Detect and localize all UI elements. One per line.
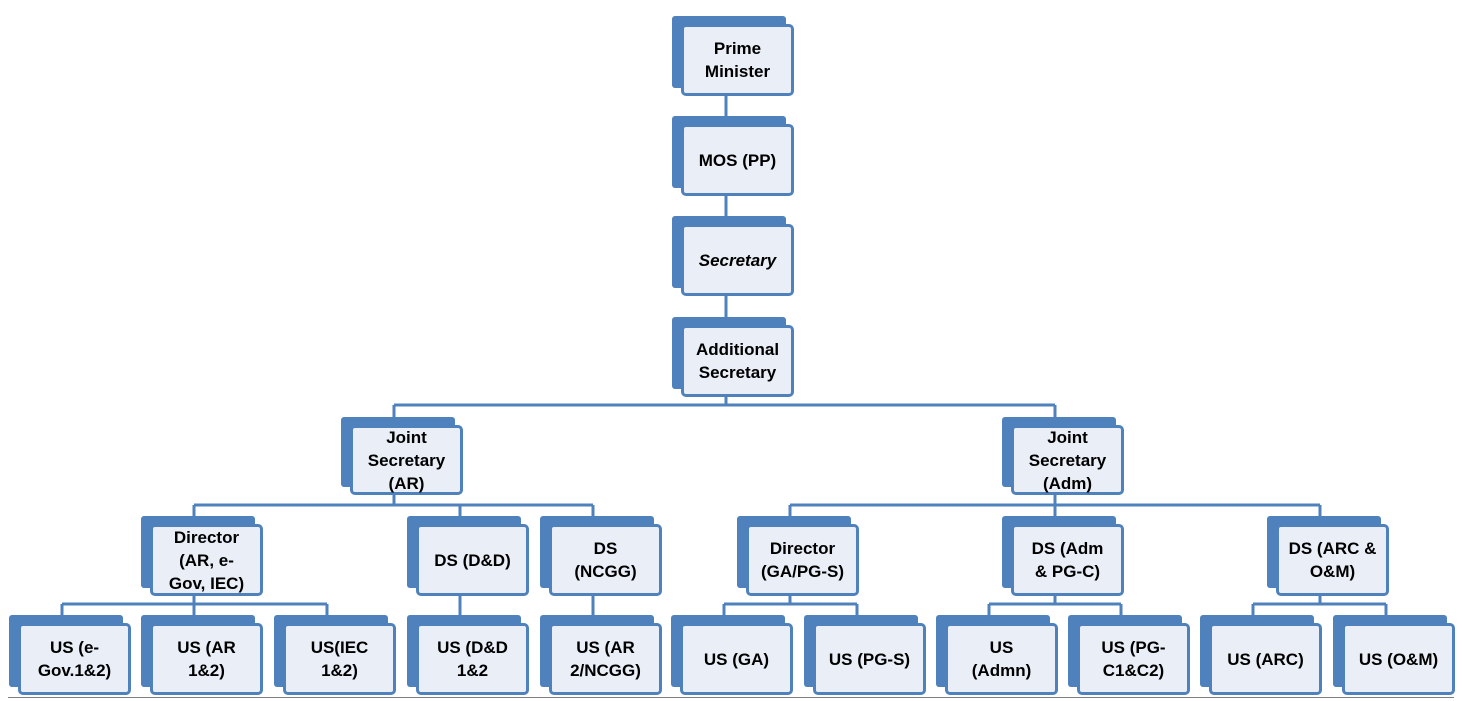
node-ds-ncgg: DS (NCGG) bbox=[540, 516, 662, 596]
node-us-arc: US (ARC) bbox=[1200, 615, 1322, 695]
node-us-om: US (O&M) bbox=[1333, 615, 1455, 695]
node-us-pgc: US (PG- C1&C2) bbox=[1068, 615, 1190, 695]
node-label: Joint Secretary (AR) bbox=[367, 427, 446, 493]
node-us-ar-ncgg: US (AR 2/NCGG) bbox=[540, 615, 662, 695]
node-joint-secretary-ar: Joint Secretary (AR) bbox=[341, 417, 463, 495]
node-us-egov: US (e- Gov.1&2) bbox=[9, 615, 131, 695]
node-label: Secretary bbox=[698, 250, 777, 270]
node-director-ar-egov-iec: Director (AR, e- Gov, IEC) bbox=[141, 516, 263, 596]
node-label: US (O&M) bbox=[1358, 649, 1439, 669]
node-label: DS (ARC & O&M) bbox=[1288, 539, 1377, 581]
node-us-iec: US(IEC 1&2) bbox=[274, 615, 396, 695]
node-ds-adm-pgc: DS (Adm & PG-C) bbox=[1002, 516, 1124, 596]
node-mos-pp: MOS (PP) bbox=[672, 116, 794, 196]
node-label: US (ARC) bbox=[1227, 649, 1304, 669]
node-us-admn: US (Admn) bbox=[936, 615, 1058, 695]
node-label: DS (NCGG) bbox=[574, 539, 637, 581]
bottom-rule bbox=[8, 697, 1454, 698]
node-us-dd: US (D&D 1&2 bbox=[407, 615, 529, 695]
node-us-ga: US (GA) bbox=[671, 615, 793, 695]
node-label: DS (D&D) bbox=[434, 550, 511, 570]
node-label: US (PG-S) bbox=[828, 649, 911, 669]
node-prime-minister: Prime Minister bbox=[672, 16, 794, 96]
node-label: MOS (PP) bbox=[698, 150, 777, 170]
node-label: US (GA) bbox=[703, 649, 770, 669]
node-additional-secretary: Additional Secretary bbox=[672, 317, 794, 397]
node-label: US (Admn) bbox=[971, 638, 1032, 680]
node-label: Director (GA/PG-S) bbox=[760, 539, 845, 581]
node-ds-arc-om: DS (ARC & O&M) bbox=[1267, 516, 1389, 596]
node-label: US (PG- C1&C2) bbox=[1101, 638, 1166, 680]
node-label: US (AR 1&2) bbox=[177, 638, 236, 680]
node-joint-secretary-adm: Joint Secretary (Adm) bbox=[1002, 417, 1124, 495]
node-secretary: Secretary bbox=[672, 216, 794, 296]
node-label: US(IEC 1&2) bbox=[310, 638, 369, 680]
node-label: US (e- Gov.1&2) bbox=[37, 638, 112, 680]
node-label: Additional Secretary bbox=[695, 340, 780, 382]
node-us-ar: US (AR 1&2) bbox=[141, 615, 263, 695]
node-label: Joint Secretary (Adm) bbox=[1028, 427, 1107, 493]
node-label: DS (Adm & PG-C) bbox=[1031, 539, 1104, 581]
node-label: Director (AR, e- Gov, IEC) bbox=[168, 527, 245, 593]
node-director-ga-pgs: Director (GA/PG-S) bbox=[737, 516, 859, 596]
node-label: US (D&D 1&2 bbox=[437, 638, 508, 680]
node-ds-dd: DS (D&D) bbox=[407, 516, 529, 596]
node-us-pgs: US (PG-S) bbox=[804, 615, 926, 695]
node-label: Prime Minister bbox=[704, 39, 771, 81]
node-label: US (AR 2/NCGG) bbox=[570, 638, 641, 680]
